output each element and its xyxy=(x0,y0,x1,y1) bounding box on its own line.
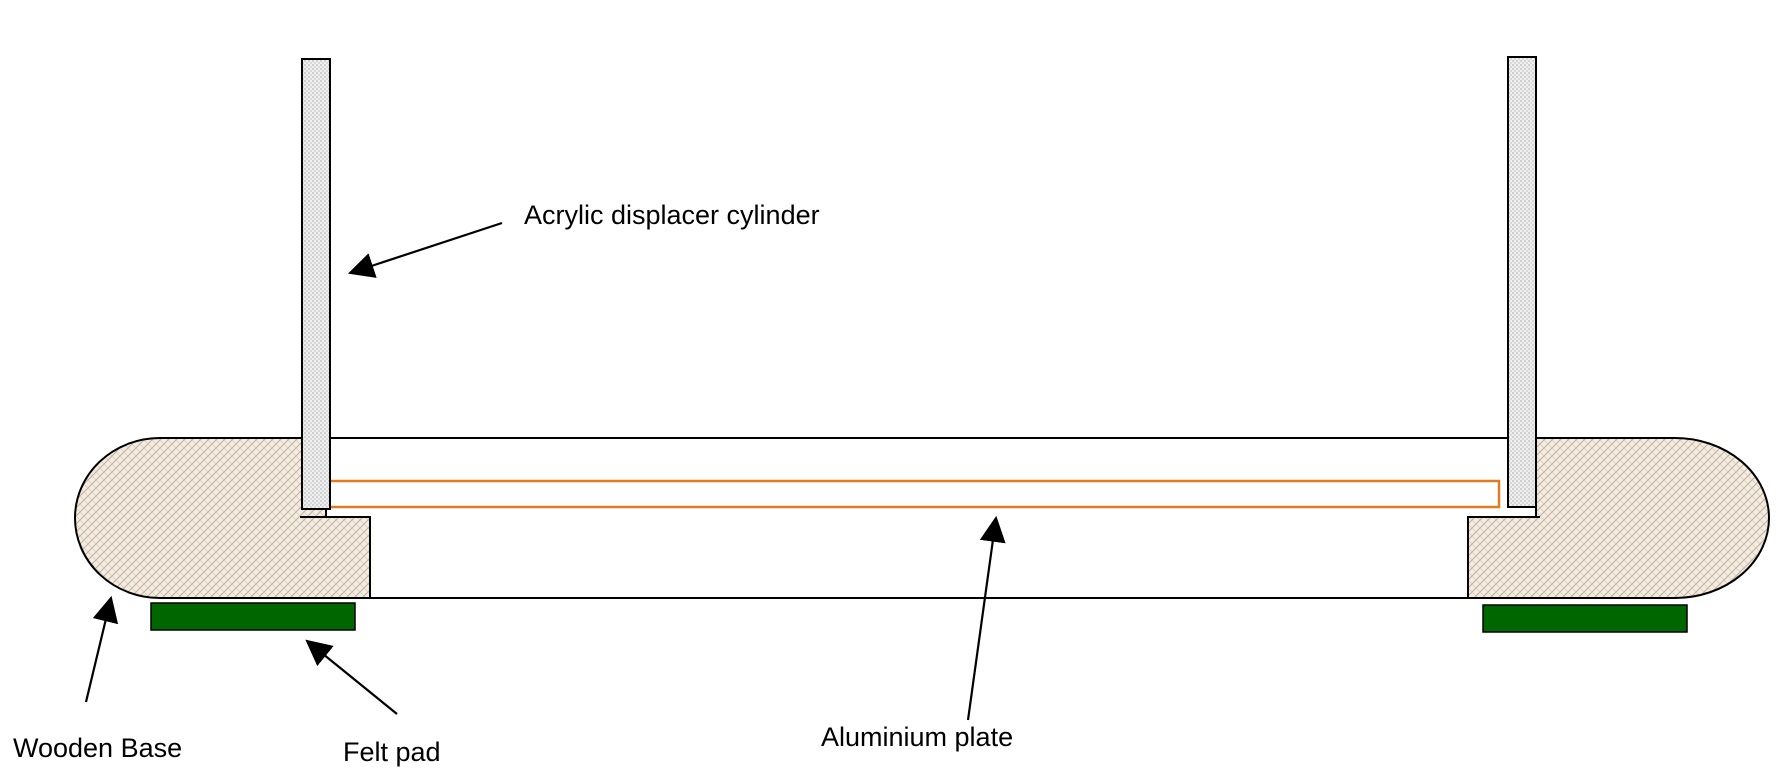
arrow-wooden-base xyxy=(84,595,119,703)
label-wooden-base: Wooden Base xyxy=(13,733,182,763)
wooden-base-left xyxy=(74,437,371,599)
acrylic-cylinder-left xyxy=(301,58,331,510)
felt-pad-right xyxy=(1482,604,1688,633)
arrow-acrylic-cylinder xyxy=(347,221,503,278)
label-acrylic-cylinder: Acrylic displacer cylinder xyxy=(524,200,820,230)
chamber-body xyxy=(326,437,1506,599)
aluminium-plate xyxy=(324,479,1501,509)
arrow-felt-pad xyxy=(305,639,398,715)
felt-pad-left xyxy=(150,602,356,631)
wooden-base-right xyxy=(1467,437,1770,599)
label-aluminium-plate: Aluminium plate xyxy=(821,722,1013,752)
label-felt-pad: Felt pad xyxy=(343,737,441,767)
acrylic-cylinder-right xyxy=(1507,56,1537,508)
arrow-aluminium-plate xyxy=(966,515,1006,721)
